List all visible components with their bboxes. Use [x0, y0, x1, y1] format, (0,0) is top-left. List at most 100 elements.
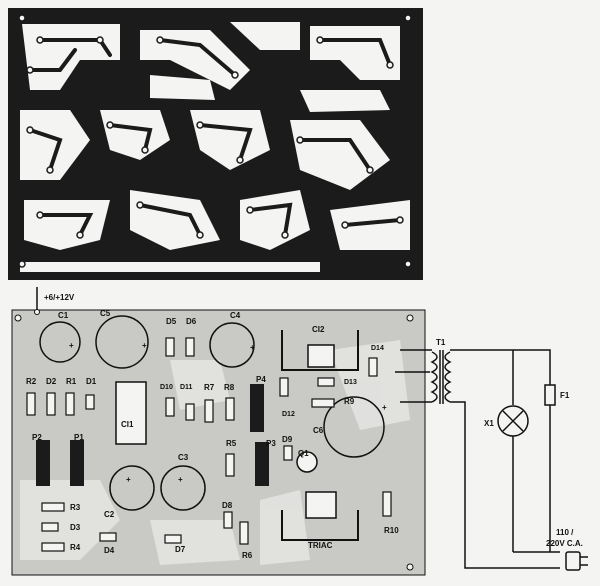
label-f1: F1	[560, 391, 570, 400]
resistor-r4	[41, 542, 65, 552]
label-d4: D4	[104, 546, 115, 555]
label-d2: D2	[46, 377, 57, 386]
mains-plug-body	[565, 551, 581, 571]
diode-d14	[368, 357, 378, 377]
transformer-leads-right	[450, 349, 560, 569]
transformer-secondary	[444, 351, 452, 403]
pot-p1	[70, 440, 84, 486]
label-d13: D13	[344, 379, 357, 386]
board-clearance-areas	[20, 22, 410, 272]
label-r4: R4	[70, 543, 81, 552]
label-q1: Q1	[298, 449, 309, 458]
capacitor-c6-body	[323, 396, 385, 458]
diode-d11	[185, 403, 195, 421]
diode-d1	[85, 394, 95, 410]
label-r5: R5	[226, 439, 237, 448]
label-r1: R1	[66, 377, 77, 386]
svg-text:+: +	[142, 341, 147, 350]
label-d8: D8	[222, 501, 233, 510]
capacitor-c4-body	[209, 322, 255, 368]
fuse-f1-body	[544, 384, 556, 406]
label-d9: D9	[282, 435, 293, 444]
component-layout-board: +6/+12V +++ +++ C1 C5 C4 C2 C3 C6 CI1 CI…	[11, 287, 426, 576]
label-d3: D3	[70, 523, 81, 532]
label-d6: D6	[186, 317, 197, 326]
label-c3: C3	[178, 453, 189, 462]
label-p3: P3	[266, 439, 276, 448]
label-triac: TRIAC	[308, 541, 333, 550]
diode-d9	[283, 445, 293, 461]
label-ci2: CI2	[312, 325, 325, 334]
copper-trace-board	[8, 8, 423, 280]
label-d5: D5	[166, 317, 177, 326]
regulator-ci2-body	[307, 344, 335, 368]
diode-d12	[279, 377, 289, 397]
resistor-r9	[311, 398, 335, 408]
label-d12: D12	[282, 411, 295, 418]
diode-d13	[317, 377, 335, 387]
pot-p2	[36, 440, 50, 486]
pot-p3	[255, 442, 269, 486]
resistor-r3	[41, 502, 65, 512]
resistor-r5	[225, 453, 235, 477]
label-d11: D11	[180, 384, 193, 391]
svg-text:+: +	[69, 341, 74, 350]
svg-text:+: +	[126, 475, 131, 484]
axial-components	[26, 337, 392, 552]
label-p2: P2	[32, 433, 42, 442]
svg-text:+: +	[382, 403, 387, 412]
diode-d10	[165, 397, 175, 417]
mains-label-line1: 110 /	[556, 528, 574, 537]
label-d7: D7	[175, 545, 186, 554]
label-r6: R6	[242, 551, 253, 560]
svg-text:+: +	[250, 343, 255, 352]
triac-body	[305, 491, 337, 519]
label-p4: P4	[256, 375, 266, 384]
transformer-primary	[430, 351, 438, 403]
label-r9: R9	[344, 397, 355, 406]
supply-label: +6/+12V	[44, 293, 75, 302]
label-d10: D10	[160, 384, 173, 391]
trimmer-pots	[36, 384, 269, 486]
label-x1: X1	[484, 419, 494, 428]
diode-d8	[223, 511, 233, 529]
resistor-r6	[239, 521, 249, 545]
label-r3: R3	[70, 503, 81, 512]
label-c5: C5	[100, 309, 111, 318]
label-d14: D14	[371, 345, 384, 352]
diode-d7	[164, 534, 182, 544]
capacitor-c1-body	[39, 321, 81, 363]
capacitor-c3-body	[160, 465, 206, 511]
resistor-r1	[65, 392, 75, 416]
resistor-r2	[26, 392, 36, 416]
capacitor-c5-body	[95, 315, 149, 369]
heatsink-ci2	[281, 330, 359, 371]
resistor-r8	[225, 397, 235, 421]
pot-p4	[250, 384, 264, 432]
svg-text:+: +	[178, 475, 183, 484]
diode-d6	[185, 337, 195, 357]
resistor-r7	[204, 399, 214, 423]
diode-d2	[46, 392, 56, 416]
mains-label-line2: 220V C.A.	[546, 539, 583, 548]
label-r10: R10	[384, 526, 399, 535]
label-ci1: CI1	[121, 420, 134, 429]
lamp-x1-cross	[502, 410, 524, 432]
mount-hole	[406, 314, 414, 322]
label-c6: C6	[313, 426, 324, 435]
ic-ci1-body	[115, 381, 147, 445]
mount-hole	[14, 314, 22, 322]
capacitor-c2-body	[109, 465, 155, 511]
label-r7: R7	[204, 383, 215, 392]
label-c4: C4	[230, 311, 241, 320]
capacitor-polarity: + + + + + +	[69, 341, 387, 484]
label-r8: R8	[224, 383, 235, 392]
diode-d5	[165, 337, 175, 357]
transformer-leads-left	[395, 349, 432, 403]
label-t1: T1	[436, 338, 446, 347]
board-traces	[28, 38, 402, 237]
label-p1: P1	[74, 433, 84, 442]
external-circuit	[395, 349, 588, 571]
board-pads	[18, 14, 412, 268]
